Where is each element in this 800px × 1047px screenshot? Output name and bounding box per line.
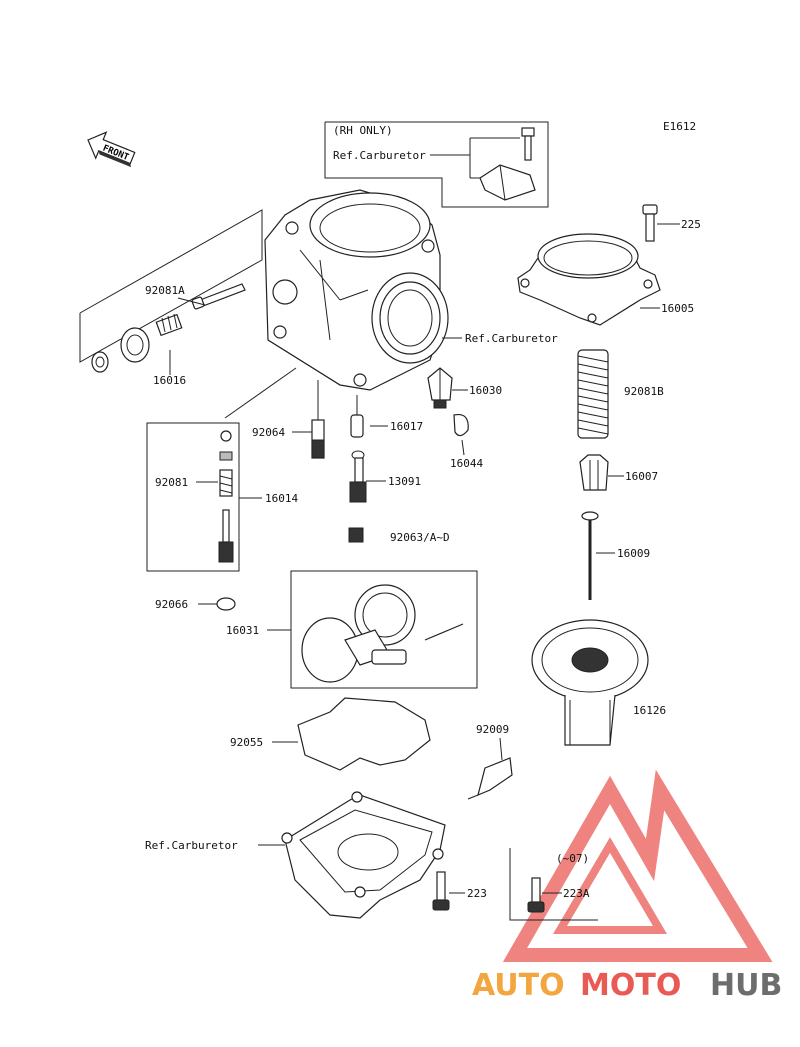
spring-92081B: 92081B [577, 349, 664, 439]
label-07: (~07) [556, 852, 589, 865]
label-16126: 16126 [633, 704, 666, 717]
label-16007: 16007 [625, 470, 658, 483]
watermark-auto: AUTO [472, 968, 565, 1003]
label-225: 225 [681, 218, 701, 231]
group-16016: 92081A 16016 [79, 209, 263, 387]
drain-screw-92009: 92009 [467, 723, 513, 800]
top-cover-16005: 16005 [517, 233, 694, 326]
diagram-code: E1612 [663, 120, 696, 133]
needle-jet-holder-13091: 13091 [349, 450, 421, 503]
label-16005: 16005 [661, 302, 694, 315]
label-92063: 92063/A~D [390, 531, 450, 544]
label-92081A: 92081A [145, 284, 185, 297]
gasket-92055: 92055 [230, 697, 431, 771]
ref-carburetor-label-1: Ref.Carburetor [465, 332, 558, 345]
rh-only-box: (RH ONLY) Ref.Carburetor [324, 121, 549, 208]
needle-jet-16017: 16017 [350, 395, 423, 438]
label-16014: 16014 [265, 492, 298, 505]
label-92055: 92055 [230, 736, 263, 749]
ref-carburetor-label-2: Ref.Carburetor [145, 839, 238, 852]
label-223: 223 [467, 887, 487, 900]
watermark-text: AUTO MOTO HUB [472, 968, 782, 1003]
pilot-jet-92064: 92064 [252, 380, 325, 459]
float-16031: 16031 [226, 570, 478, 689]
main-jet-92063: 92063/A~D [348, 527, 450, 544]
screw-223A: (~07) 223A [509, 848, 598, 921]
holder-16007: 16007 [579, 454, 658, 491]
jet-needle-16009: 16009 [581, 511, 650, 600]
label-13091: 13091 [388, 475, 421, 488]
carburetor-body: Ref.Carburetor [264, 189, 558, 391]
label-16017: 16017 [390, 420, 423, 433]
label-92064: 92064 [252, 426, 285, 439]
rh-ref-carburetor-text: Ref.Carburetor [333, 149, 426, 162]
label-223A: 223A [563, 887, 590, 900]
plug-92066: 92066 [155, 597, 236, 611]
label-92066: 92066 [155, 598, 188, 611]
watermark-moto: MOTO [580, 968, 681, 1003]
label-92081: 92081 [155, 476, 188, 489]
label-16031: 16031 [226, 624, 259, 637]
label-92009: 92009 [476, 723, 509, 736]
diaphragm-16126: 16126 [531, 619, 666, 746]
spring-small-icon [155, 313, 183, 337]
watermark-triangle-logo [502, 769, 773, 962]
front-arrow-icon: FRONT [87, 131, 136, 168]
screw-223: 223 [432, 871, 487, 911]
watermark-hub: HUB [710, 968, 782, 1003]
float-valve-16030: 16030 [427, 367, 502, 409]
rh-only-text: (RH ONLY) [333, 124, 393, 137]
screw-225: 225 [642, 204, 701, 242]
float-bowl: Ref.Carburetor [145, 791, 446, 919]
label-16030: 16030 [469, 384, 502, 397]
label-16016: 16016 [153, 374, 186, 387]
group-16014: 92081 16014 [146, 422, 298, 572]
label-92081B: 92081B [624, 385, 664, 398]
clip-16044: 16044 [450, 413, 483, 470]
label-16009: 16009 [617, 547, 650, 560]
label-16044: 16044 [450, 457, 483, 470]
